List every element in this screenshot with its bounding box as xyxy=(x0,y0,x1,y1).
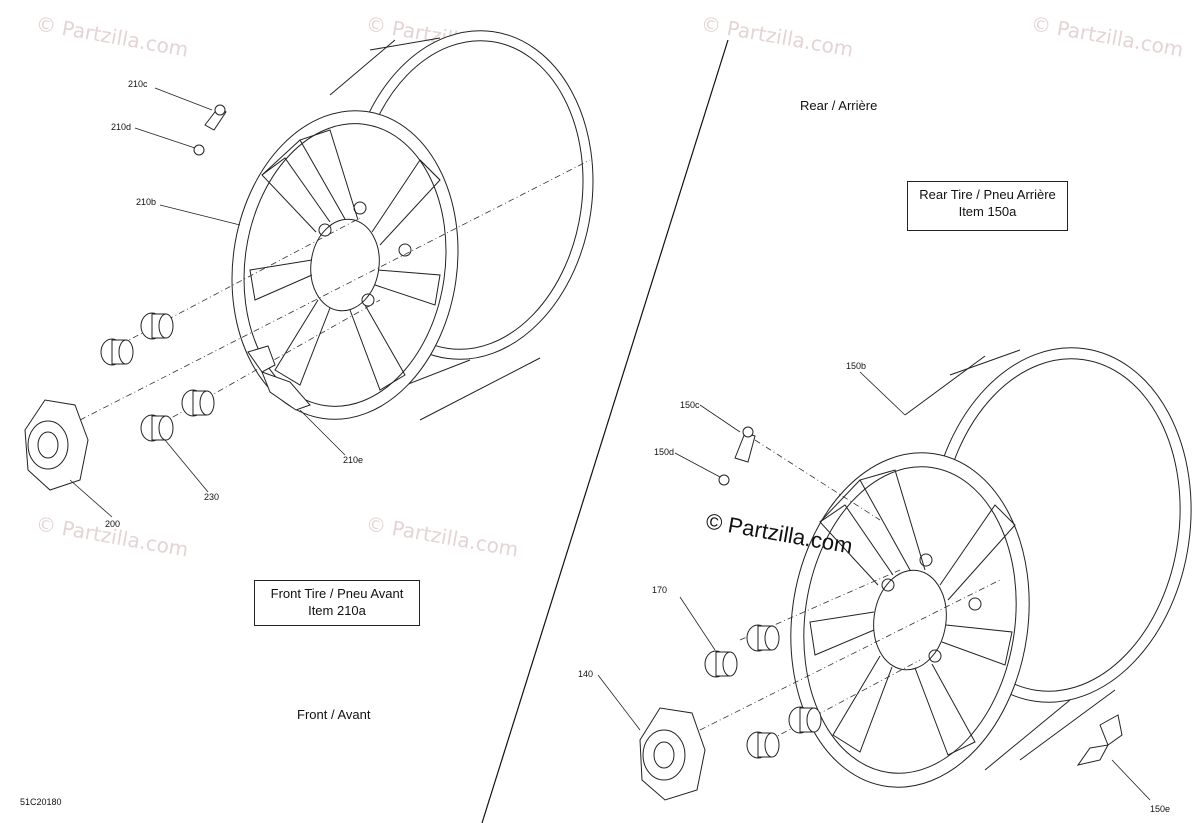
rear-tire-box: Rear Tire / Pneu Arrière Item 150a xyxy=(907,181,1068,231)
watermark: © Partzilla.com xyxy=(34,11,190,61)
callout-230: 230 xyxy=(204,492,219,502)
callout-210d: 210d xyxy=(111,122,131,132)
callout-210e: 210e xyxy=(343,455,363,465)
callout-150b: 150b xyxy=(846,361,866,371)
rear-section-label: Rear / Arrière xyxy=(800,98,878,113)
front-section-label: Front / Avant xyxy=(297,707,371,722)
rear-tire-title: Rear Tire / Pneu Arrière xyxy=(919,187,1056,202)
front-wheel xyxy=(24,30,594,491)
callout-210c: 210c xyxy=(128,79,148,89)
callout-150e: 150e xyxy=(1150,804,1170,814)
callout-150c: 150c xyxy=(680,400,700,410)
callout-140: 140 xyxy=(578,669,593,679)
front-tire-title: Front Tire / Pneu Avant xyxy=(270,586,404,601)
rear-wheel xyxy=(639,347,1192,801)
watermark: © Partzilla.com xyxy=(1029,11,1185,61)
watermark: © Partzilla.com xyxy=(364,511,520,561)
diagram-code: 51C20180 xyxy=(20,797,62,807)
section-divider xyxy=(481,39,729,823)
leader-lines xyxy=(69,87,1151,801)
watermark: © Partzilla.com xyxy=(699,11,855,61)
rear-tire-item: Item 150a xyxy=(958,204,1017,219)
callout-170: 170 xyxy=(652,585,667,595)
callout-150d: 150d xyxy=(654,447,674,457)
callout-200: 200 xyxy=(105,519,120,529)
callouts: 210c 210d 210b 210e 230 200 150b 150c 15… xyxy=(105,79,1170,814)
callout-210b: 210b xyxy=(136,197,156,207)
front-tire-box: Front Tire / Pneu Avant Item 210a xyxy=(254,580,420,626)
front-tire-item: Item 210a xyxy=(308,603,366,618)
